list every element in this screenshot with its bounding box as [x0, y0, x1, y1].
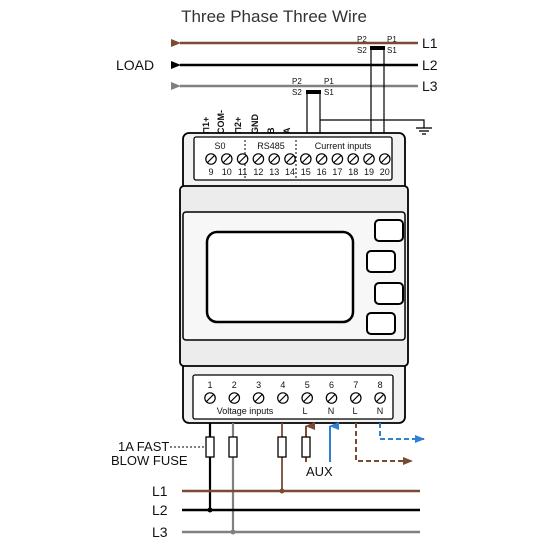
lcd-display [205, 230, 355, 324]
top-terminal-number: 9 [208, 167, 213, 177]
top-screw-11[interactable] [378, 153, 391, 165]
ground-icon [416, 127, 432, 135]
top-terminal-number: 19 [364, 167, 374, 177]
bottom-terminal-number: 6 [329, 380, 334, 390]
top-line-label-l1: L1 [422, 35, 438, 51]
junction-l1 [279, 488, 285, 494]
top-screw-8[interactable] [331, 153, 344, 165]
ct1-p1-label: P1 [387, 35, 397, 44]
bottom-screw-7[interactable] [374, 392, 386, 404]
bottom-terminal-number: 4 [280, 380, 285, 390]
ct1-s2-label: S2 [357, 46, 367, 55]
bottom-terminal-number: 2 [232, 380, 237, 390]
top-terminal-number: 17 [332, 167, 342, 177]
voltage-inputs-label: Voltage inputs [217, 406, 274, 416]
sub-label-l-1: L [302, 406, 307, 416]
bottom-screw-6[interactable] [349, 392, 362, 404]
top-terminal-number: 13 [269, 167, 279, 177]
diagram-title: Three Phase Three Wire [181, 7, 367, 26]
bottom-terminal-block [192, 374, 394, 420]
sub-label-l-2: L [352, 406, 357, 416]
ct3-s1-label: S1 [324, 88, 334, 97]
meter-button-2[interactable] [366, 250, 396, 273]
top-terminal-number: 16 [317, 167, 327, 177]
top-screw-7[interactable] [315, 153, 328, 165]
bottom-screw-0[interactable] [204, 392, 216, 404]
top-screw-row [205, 153, 391, 165]
fuse-label-line2: BLOW FUSE [111, 453, 188, 468]
top-terminal-number: 18 [348, 167, 358, 177]
junction-l3 [230, 529, 236, 535]
top-terminal-number: 10 [222, 167, 232, 177]
bottom-line-label-l3: L3 [152, 524, 168, 540]
group-label-s0: S0 [214, 141, 225, 151]
bottom-terminal-number: 3 [256, 380, 261, 390]
bottom-screw-4[interactable] [301, 392, 313, 404]
top-terminal-numbers: 9 10 11 12 13 14 15 16 17 18 19 20 [208, 167, 389, 177]
top-line-label-l2: L2 [422, 57, 438, 73]
top-terminal-number: 20 [380, 167, 390, 177]
aux-label: AUX [306, 464, 333, 479]
top-terminal-number: 12 [253, 167, 263, 177]
top-screw-4[interactable] [268, 153, 280, 165]
current-transformer-l3: P2 P1 S2 S1 [292, 77, 334, 97]
bottom-terminal-numbers: 1 2 3 4 5 6 7 8 [207, 380, 382, 390]
bottom-screw-row [204, 392, 386, 404]
bottom-line-label-l2: L2 [152, 502, 168, 518]
pin-label-pulse1: ⊓1+ [201, 117, 211, 134]
top-screw-1[interactable] [221, 153, 233, 165]
meter-button-1[interactable] [374, 219, 404, 242]
pin-label-b: B [266, 127, 276, 134]
bottom-terminal-number: 7 [353, 380, 358, 390]
top-line-label-l3: L3 [422, 78, 438, 94]
bottom-terminal-number: 8 [378, 380, 383, 390]
fuse-icon [205, 436, 311, 458]
bottom-screw-5[interactable] [325, 392, 338, 404]
top-screw-6[interactable] [299, 153, 312, 165]
top-pin-labels: ⊓1+ COM- ⊓2+ GND B A [201, 110, 292, 134]
current-transformer-l1: P2 P1 S2 S1 [357, 35, 397, 55]
pin-label-pulse2: ⊓2+ [233, 117, 243, 134]
pin-label-com: COM- [216, 110, 226, 134]
bottom-screw-1[interactable] [228, 392, 241, 404]
pin-label-a: A [282, 127, 292, 134]
top-terminal-number: 14 [285, 167, 295, 177]
bottom-line-label-l1: L1 [152, 483, 168, 499]
bottom-terminal-number: 1 [207, 380, 212, 390]
ct1-p2-label: P2 [357, 35, 367, 44]
top-terminal-number: 11 [238, 167, 247, 177]
top-terminal-number: 15 [301, 167, 311, 177]
ct3-p2-label: P2 [292, 77, 302, 86]
meter-button-4[interactable] [366, 312, 396, 335]
ct3-s2-label: S2 [292, 88, 302, 97]
ct3-p1-label: P1 [324, 77, 334, 86]
ct1-s1-label: S1 [387, 46, 397, 55]
top-screw-0[interactable] [205, 153, 217, 165]
group-label-rs485: RS485 [257, 141, 285, 151]
top-screw-10[interactable] [363, 153, 375, 165]
top-screw-2[interactable] [236, 153, 249, 165]
sub-label-n-2: N [377, 406, 384, 416]
fuse-label-line1: 1A FAST [118, 439, 169, 454]
meter-button-3[interactable] [374, 282, 404, 305]
bottom-screw-2[interactable] [252, 392, 265, 404]
sub-label-n-1: N [328, 406, 335, 416]
group-label-current-inputs: Current inputs [315, 141, 372, 151]
load-label: LOAD [116, 57, 154, 73]
pin-label-gnd: GND [250, 114, 260, 135]
top-screw-5[interactable] [284, 153, 296, 165]
bottom-screw-3[interactable] [277, 392, 289, 404]
junction-l2 [207, 507, 213, 513]
top-screw-9[interactable] [347, 153, 359, 165]
top-screw-3[interactable] [252, 153, 265, 165]
bottom-terminal-number: 5 [305, 380, 310, 390]
